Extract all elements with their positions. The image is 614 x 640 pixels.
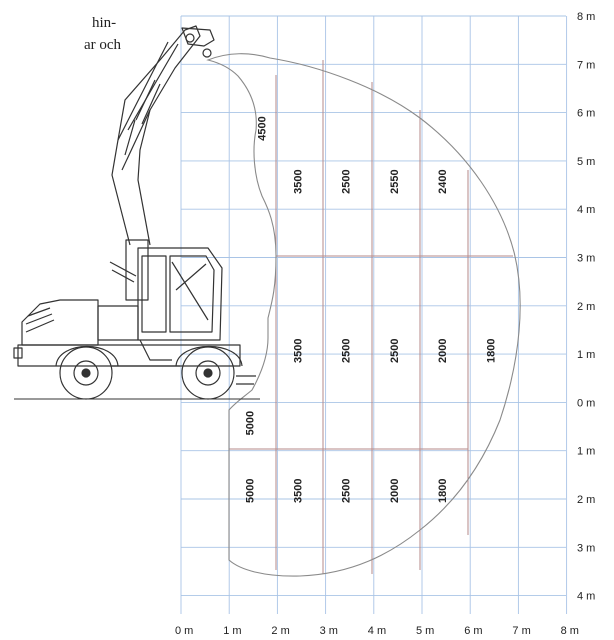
- load-value: 2500: [341, 479, 353, 503]
- y-tick-label: 5 m: [577, 156, 595, 168]
- load-values: 4500 3500 2500 2550 2400 3500 2500 2500 2000 1800…: [244, 116, 497, 503]
- y-tick-label: 3 m: [577, 542, 595, 554]
- engine-grille: [25, 307, 55, 333]
- rear-steps: [236, 375, 256, 385]
- crane-hook: [202, 48, 212, 58]
- load-value: 2400: [437, 169, 449, 193]
- harvester-machine: [13, 25, 260, 400]
- drive-linkage: [112, 339, 180, 367]
- x-tick-label: 1 m: [223, 625, 241, 637]
- load-value: 2500: [341, 169, 353, 193]
- reach-envelope: [206, 53, 521, 577]
- load-value: 1800: [485, 338, 497, 362]
- caption-fragment-2: ar och: [84, 37, 122, 53]
- rear-wheel: [181, 346, 235, 400]
- outrigger-arm: [109, 261, 137, 283]
- grid-lines: [180, 15, 568, 614]
- y-tick-label: 2 m: [577, 301, 595, 313]
- y-tick-label: 2 m: [577, 494, 595, 506]
- y-tick-label: 4 m: [577, 591, 595, 603]
- fender-front: [55, 346, 119, 367]
- chassis: [17, 344, 241, 367]
- boom-cylinder: [124, 79, 161, 156]
- load-value: 2550: [389, 169, 401, 193]
- cab-window-frame: [171, 261, 209, 321]
- x-tick-label: 2 m: [271, 625, 289, 637]
- x-tick-label: 3 m: [320, 625, 338, 637]
- x-tick-label: 4 m: [368, 625, 386, 637]
- zone-dividers: [229, 60, 513, 574]
- rear-wheel-hub: [195, 360, 221, 386]
- y-tick-label: 0 m: [577, 397, 595, 409]
- y-tick-label: 1 m: [577, 446, 595, 458]
- load-value: 5000: [244, 411, 256, 435]
- x-tick-label: 8 m: [561, 625, 579, 637]
- load-value: 4500: [256, 116, 268, 140]
- y-tick-label: 6 m: [577, 108, 595, 120]
- y-axis-labels: 8 m 7 m 6 m 5 m 4 m 3 m 2 m 1 m 0 m 1 m 2 m 3 m 4 m: [577, 11, 595, 603]
- front-wheel: [59, 346, 113, 400]
- engine-hood: [21, 299, 99, 346]
- boom-upper-arm: [117, 41, 179, 171]
- load-value: 2500: [341, 338, 353, 362]
- x-tick-label: 6 m: [464, 625, 482, 637]
- load-value: 3500: [293, 338, 305, 362]
- rear-wheel-center: [203, 368, 213, 378]
- boom: [111, 25, 201, 246]
- load-value: 5000: [244, 479, 256, 503]
- caption-fragment-1: hin-: [92, 15, 117, 31]
- front-light: [13, 347, 23, 359]
- x-tick-label: 5 m: [416, 625, 434, 637]
- load-value: 2000: [389, 479, 401, 503]
- front-wheel-hub: [73, 360, 99, 386]
- load-value: 2500: [389, 338, 401, 362]
- load-value: 1800: [437, 479, 449, 503]
- load-value: 3500: [293, 169, 305, 193]
- cab-window-front: [169, 255, 215, 333]
- crane-pillar: [125, 239, 149, 301]
- body-block: [97, 305, 139, 341]
- cab-window-side: [141, 255, 167, 333]
- front-wheel-center: [81, 368, 91, 378]
- y-tick-label: 8 m: [577, 11, 595, 23]
- x-tick-label: 0 m: [175, 625, 193, 637]
- x-tick-label: 7 m: [512, 625, 530, 637]
- x-axis-labels: 0 m 1 m 2 m 3 m 4 m 5 m 6 m 7 m 8 m: [175, 625, 579, 637]
- boom-pivot: [185, 33, 195, 43]
- y-tick-label: 1 m: [577, 349, 595, 361]
- load-value: 2000: [437, 338, 449, 362]
- y-tick-label: 7 m: [577, 59, 595, 71]
- load-value: 3500: [293, 479, 305, 503]
- y-tick-label: 3 m: [577, 253, 595, 265]
- y-tick-label: 4 m: [577, 204, 595, 216]
